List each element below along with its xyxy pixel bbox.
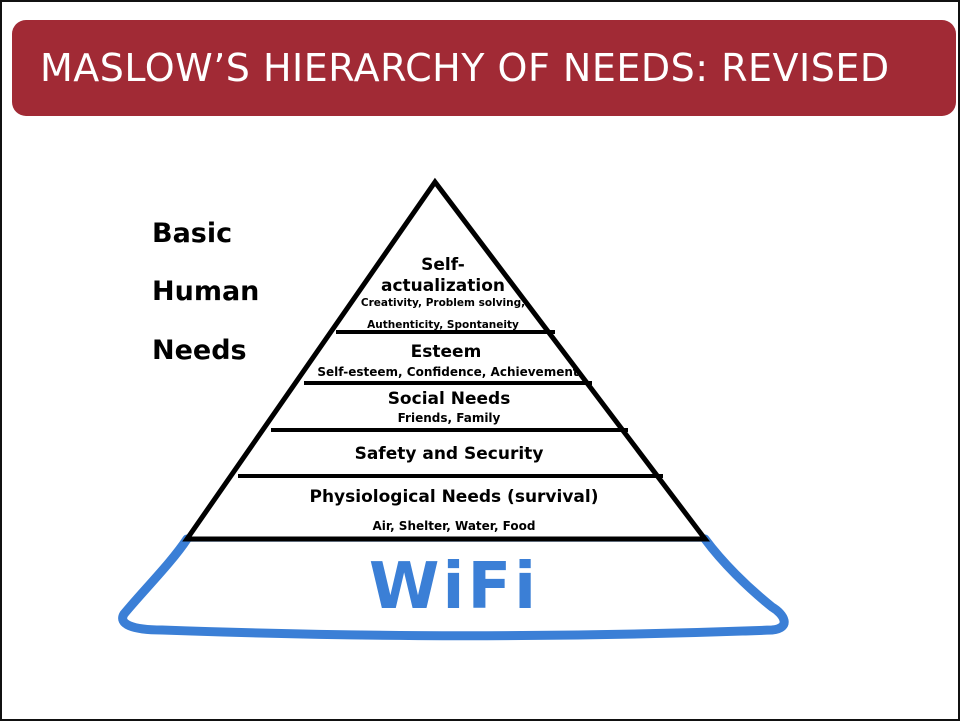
level-safety-title: Safety and Security (355, 444, 544, 464)
slide-title: MASLOW’S HIERARCHY OF NEEDS: REVISED (40, 46, 890, 90)
side-label-basic: Basic (152, 218, 233, 249)
level-physiological-title: Physiological Needs (survival) (310, 487, 599, 507)
level-social-title: Social Needs (388, 389, 511, 409)
level-self-actualization-title-1: Self- (421, 255, 465, 275)
wifi-base-outline (118, 534, 789, 641)
level-esteem-detail: Self-esteem, Confidence, Achievement (317, 365, 579, 379)
level-social-detail: Friends, Family (398, 411, 501, 425)
level-self-actualization-detail-1: Creativity, Problem solving, (361, 297, 525, 309)
wifi-base-label: WiFi (369, 550, 539, 624)
side-label-needs: Needs (152, 335, 247, 366)
level-self-actualization-title-2: actualization (381, 276, 505, 296)
title-bar: MASLOW’S HIERARCHY OF NEEDS: REVISED (12, 20, 956, 116)
side-label-human: Human (152, 276, 260, 307)
level-self-actualization-detail-2: Authenticity, Spontaneity (367, 319, 519, 331)
level-physiological-detail: Air, Shelter, Water, Food (373, 519, 536, 533)
pyramid-outline (182, 177, 711, 542)
level-esteem-title: Esteem (411, 342, 482, 362)
